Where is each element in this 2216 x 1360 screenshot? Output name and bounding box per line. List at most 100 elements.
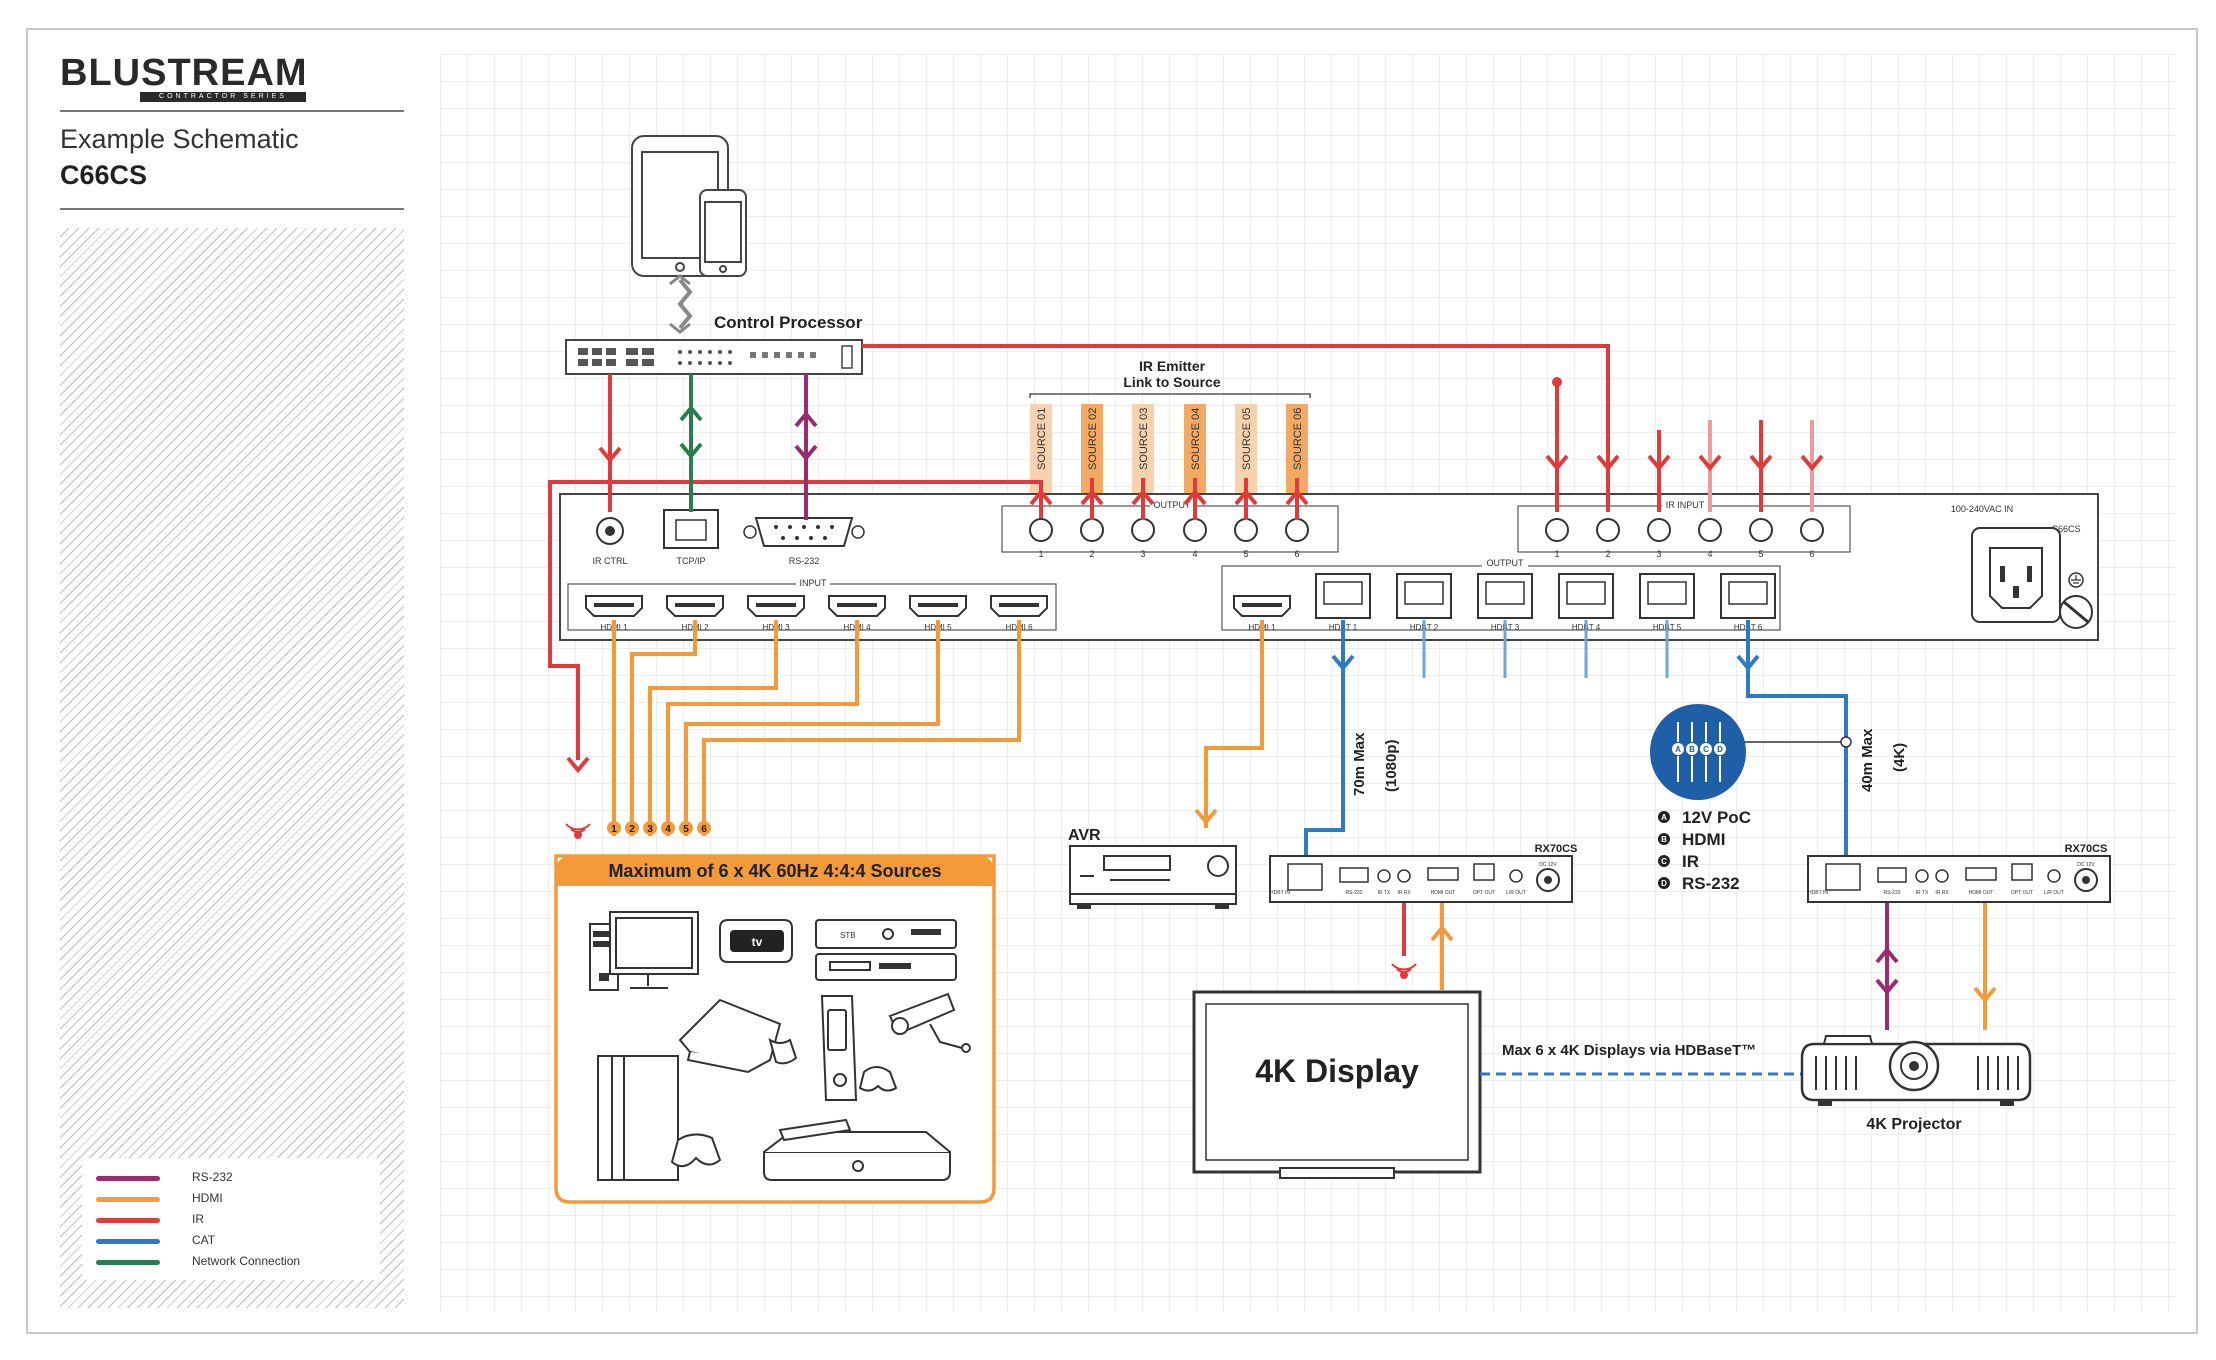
rs232-port: RS-232 (743, 517, 865, 566)
svg-text:5: 5 (1758, 549, 1763, 559)
svg-text:DC 12V: DC 12V (1539, 862, 1557, 868)
svg-text:RS-232: RS-232 (1884, 890, 1901, 896)
badge-leader-dot (1840, 736, 1852, 748)
ir-input-group: IR INPUT (1517, 500, 1851, 553)
power-label: 100-240VAC IN (1951, 504, 2013, 514)
svg-text:SOURCE 03: SOURCE 03 (1138, 408, 1150, 470)
avr-label: AVR (1068, 827, 1101, 844)
ir-emitter-subtitle: Link to Source (1123, 374, 1220, 390)
cat-run-2-length: 40m Max (1859, 728, 1876, 792)
svg-text:OPT OUT: OPT OUT (2011, 890, 2033, 896)
wireless-link-icon (669, 274, 693, 334)
camera-icon (888, 992, 971, 1053)
sidebar-title: Example Schematic (60, 124, 299, 154)
svg-text:L/R OUT: L/R OUT (2044, 890, 2064, 896)
svg-text:STB: STB (840, 931, 856, 940)
ir-wire-end (1552, 377, 1562, 387)
pc-icon (589, 911, 699, 991)
ir-emitter-icon (565, 823, 591, 839)
network-wire (679, 374, 703, 512)
svg-text:INPUT: INPUT (800, 578, 828, 588)
svg-text:C: C (1703, 745, 1709, 754)
sidebar-model: C66CS (60, 160, 148, 190)
display-label: 4K Display (1255, 1053, 1419, 1089)
legend: RS-232 HDMI IR CAT Network Connection (82, 1158, 380, 1280)
svg-text:IR RX: IR RX (1935, 890, 1949, 896)
svg-text:TCP/IP: TCP/IP (676, 556, 705, 566)
ir-emitter-bracket (1029, 393, 1311, 398)
hatch-panel (60, 228, 404, 1308)
legend-swatch (96, 1260, 160, 1265)
satellite-box-icon (763, 1118, 951, 1181)
svg-text:A: A (1661, 813, 1667, 822)
display-icon (1192, 990, 1482, 1179)
legend-swatch (96, 1176, 160, 1181)
svg-text:3: 3 (1656, 549, 1661, 559)
svg-text:1: 1 (1554, 549, 1559, 559)
svg-text:IR TX: IR TX (1916, 890, 1929, 896)
game-console-icon (678, 998, 798, 1074)
source-number-badges (607, 821, 711, 835)
sources-box-title: Maximum of 6 x 4K 60Hz 4:4:4 Sources (608, 861, 941, 881)
brand-logo: BLUSTREAM (60, 52, 308, 95)
apple-tv-icon: tv (719, 919, 793, 963)
svg-text:B: B (1689, 745, 1695, 754)
output-group: OUTPUT (1221, 558, 1781, 631)
stb-icon: STB (815, 919, 957, 981)
svg-text:6: 6 (701, 824, 707, 835)
svg-text:5: 5 (683, 824, 689, 835)
svg-text:SOURCE 02: SOURCE 02 (1087, 408, 1099, 470)
source-tab-6: SOURCE 06 (1286, 404, 1308, 514)
svg-text:C: C (1661, 857, 1667, 866)
svg-text:OUTPUT: OUTPUT (1487, 558, 1525, 568)
svg-text:L/R OUT: L/R OUT (1506, 890, 1526, 896)
svg-text:IR TX: IR TX (1378, 890, 1391, 896)
svg-text:4: 4 (1192, 549, 1197, 559)
legend-swatch (96, 1197, 160, 1202)
page-frame (26, 28, 2198, 1334)
svg-text:HDMI OUT: HDMI OUT (1431, 890, 1456, 896)
legend-swatch (96, 1239, 160, 1244)
svg-text:A: A (1675, 745, 1681, 754)
avr-icon (1069, 845, 1237, 909)
source-tab-1: SOURCE 01 (1030, 404, 1052, 514)
brand-subline: CONTRACTOR SERIES (140, 92, 306, 102)
cat-stubs (1422, 620, 1669, 678)
tcpip-port: TCP/IP (663, 509, 719, 566)
receiver-1-model: RX70CS (1535, 843, 1578, 855)
svg-text:4: 4 (665, 824, 671, 835)
svg-text:DC 12V: DC 12V (2077, 862, 2095, 868)
hdbt-output-jacks (1323, 581, 1768, 605)
svg-text:SOURCE 04: SOURCE 04 (1190, 408, 1202, 470)
hdmi-input-group: INPUT (567, 578, 1057, 631)
svg-text:2: 2 (1605, 549, 1610, 559)
matrix-model-label: C66CS (2051, 524, 2080, 534)
ir-output-group: OUTPUT (1001, 500, 1339, 553)
cat-run-1-resolution: (1080p) (1383, 739, 1400, 792)
ir-receiver-emitter-icon (1391, 963, 1417, 979)
ir-input-ports (1545, 518, 1824, 542)
source-tab-5: SOURCE 05 (1235, 404, 1257, 514)
brand-name: BLUSTREAM (60, 52, 308, 94)
source-tab-3: SOURCE 03 (1132, 404, 1154, 514)
phone-icon (699, 189, 747, 277)
svg-text:D: D (1661, 879, 1667, 888)
cat-run-1-length: 70m Max (1351, 732, 1368, 796)
svg-text:D: D (1717, 745, 1723, 754)
svg-text:IR INPUT: IR INPUT (1666, 500, 1705, 510)
svg-text:HDBT IN: HDBT IN (1808, 890, 1828, 896)
svg-text:SOURCE 05: SOURCE 05 (1241, 408, 1253, 470)
xbox-icon (820, 995, 898, 1101)
cat-run-2-resolution: (4K) (1891, 743, 1908, 772)
feature-list: AB CD 12V PoC HDMI IR RS-232 (1658, 808, 1751, 893)
ground-screw-icon (2059, 595, 2093, 629)
divider (60, 110, 404, 112)
projector-label: 4K Projector (1866, 1116, 1961, 1133)
svg-text:6: 6 (1809, 549, 1814, 559)
